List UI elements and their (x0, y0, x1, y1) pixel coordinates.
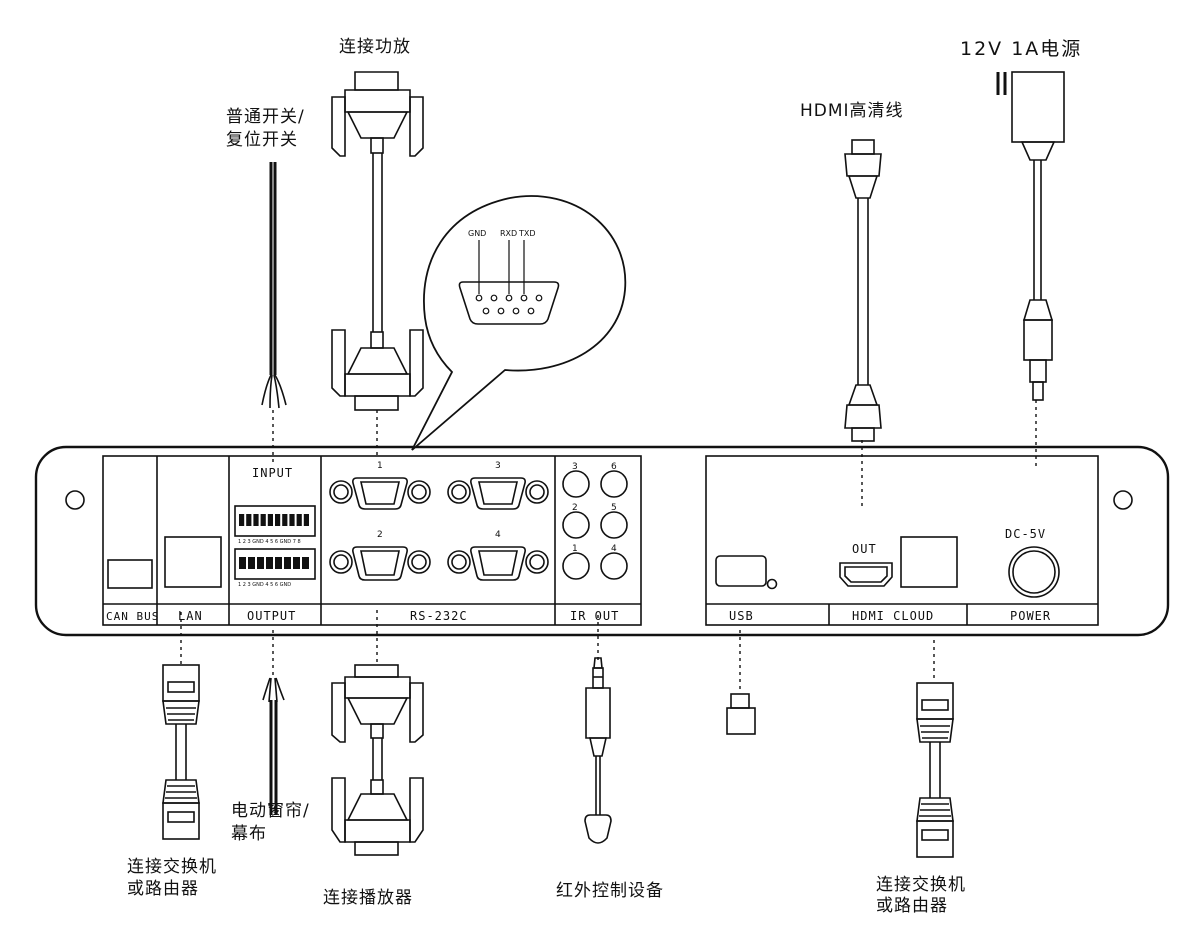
cloud-lan-port (900, 536, 958, 588)
usb-port (715, 555, 778, 590)
terminal-pin (275, 514, 281, 526)
rs232-port-2 (329, 546, 431, 581)
terminal-pin (289, 514, 295, 526)
device-rear-panel (34, 445, 1170, 637)
terminal-pin (293, 557, 300, 569)
amplifier-db9-cable (331, 71, 424, 411)
ir-device-label: 红外控制设备 (556, 881, 664, 901)
lan-cable-left (162, 664, 200, 840)
terminal-pin (303, 514, 309, 526)
hdmi-out-label: OUT (852, 542, 877, 556)
ir-emitter (584, 657, 612, 844)
can-bus-label: CAN BUS (106, 610, 159, 623)
curtain-label-line2: 幕布 (231, 824, 267, 844)
terminal-pin (302, 557, 309, 569)
ir-port-3-number: 3 (572, 462, 578, 472)
lan-switch-label-line1: 连接交换机 (127, 857, 217, 877)
terminal-pin (260, 514, 266, 526)
lan-port (164, 536, 222, 588)
rs232-port-4-number: 4 (495, 530, 501, 540)
switch-wire (261, 162, 287, 409)
lan-switch-label-line2: 或路由器 (127, 879, 199, 899)
terminal-pin (275, 557, 282, 569)
terminal-pin (284, 557, 291, 569)
rs232-port-3 (447, 477, 549, 510)
terminal-pin (267, 514, 273, 526)
rs232-port-1 (329, 477, 431, 510)
rs232-port-1-number: 1 (377, 461, 383, 471)
dc-5v-label: DC-5V (1005, 527, 1046, 541)
switch-label-line2: 复位开关 (226, 130, 298, 150)
connection-lines (180, 400, 1037, 690)
output-terminal-block (234, 548, 316, 580)
cloud-switch-label-line1: 连接交换机 (876, 875, 966, 895)
curtain-wire (262, 677, 285, 815)
ir-port-1-number: 1 (572, 544, 578, 554)
output-label: OUTPUT (247, 609, 296, 623)
player-db9-cable (331, 664, 424, 856)
amp-label: 连接功放 (339, 37, 411, 57)
terminal-pin (239, 514, 245, 526)
ir-port-6-number: 6 (611, 462, 617, 472)
input-terminal-block (234, 505, 316, 537)
terminal-pin (296, 514, 302, 526)
rs232c-label: RS-232C (410, 609, 468, 623)
pin-gnd-label: GND (468, 229, 486, 238)
lan-label: LAN (178, 609, 203, 623)
lan-cable-right (916, 682, 954, 858)
ir-port-4-number: 4 (611, 544, 617, 554)
rs232-port-3-number: 3 (495, 461, 501, 471)
hdmi-cloud-label: HDMI CLOUD (852, 609, 934, 623)
hdmi-cable-label: HDMI高清线 (800, 101, 904, 121)
terminal-pin (257, 557, 264, 569)
ir-port-2-number: 2 (572, 503, 578, 513)
hdmi-cable (844, 139, 882, 442)
terminal-pin (246, 514, 252, 526)
input-header-label: INPUT (252, 466, 293, 480)
switch-label-line1: 普通开关/ (226, 107, 305, 127)
pin-rxd-label: RXD (500, 229, 517, 238)
can-bus-port (107, 559, 153, 589)
ir-out-label: IR OUT (570, 609, 619, 623)
terminal-input-pin-labels: 1 2 3 GND 4 5 6 GND 7 8 (238, 539, 301, 545)
terminal-pin (239, 557, 246, 569)
usb-plug (726, 693, 756, 735)
player-label: 连接播放器 (323, 888, 413, 908)
usb-label: USB (729, 609, 754, 623)
power-label: POWER (1010, 609, 1051, 623)
terminal-pin (282, 514, 288, 526)
rs232-port-4 (447, 546, 549, 581)
power-adapter (996, 71, 1065, 401)
ir-out-jacks (562, 470, 628, 580)
power-supply-label: 12V 1A电源 (960, 38, 1083, 60)
cloud-switch-label-line2: 或路由器 (876, 896, 948, 916)
terminal-pin (253, 514, 259, 526)
ir-port-5-number: 5 (611, 503, 617, 513)
terminal-pin (266, 557, 273, 569)
terminal-output-pin-labels: 1 2 3 GND 4 5 6 GND (238, 582, 291, 588)
db9-pinout-callout (411, 195, 627, 451)
rs232-port-2-number: 2 (377, 530, 383, 540)
curtain-label-line1: 电动窗帘/ (231, 801, 310, 821)
dc-power-jack (1008, 546, 1060, 598)
pin-txd-label: TXD (518, 229, 536, 238)
hdmi-out-port (839, 562, 893, 587)
terminal-pin (248, 557, 255, 569)
